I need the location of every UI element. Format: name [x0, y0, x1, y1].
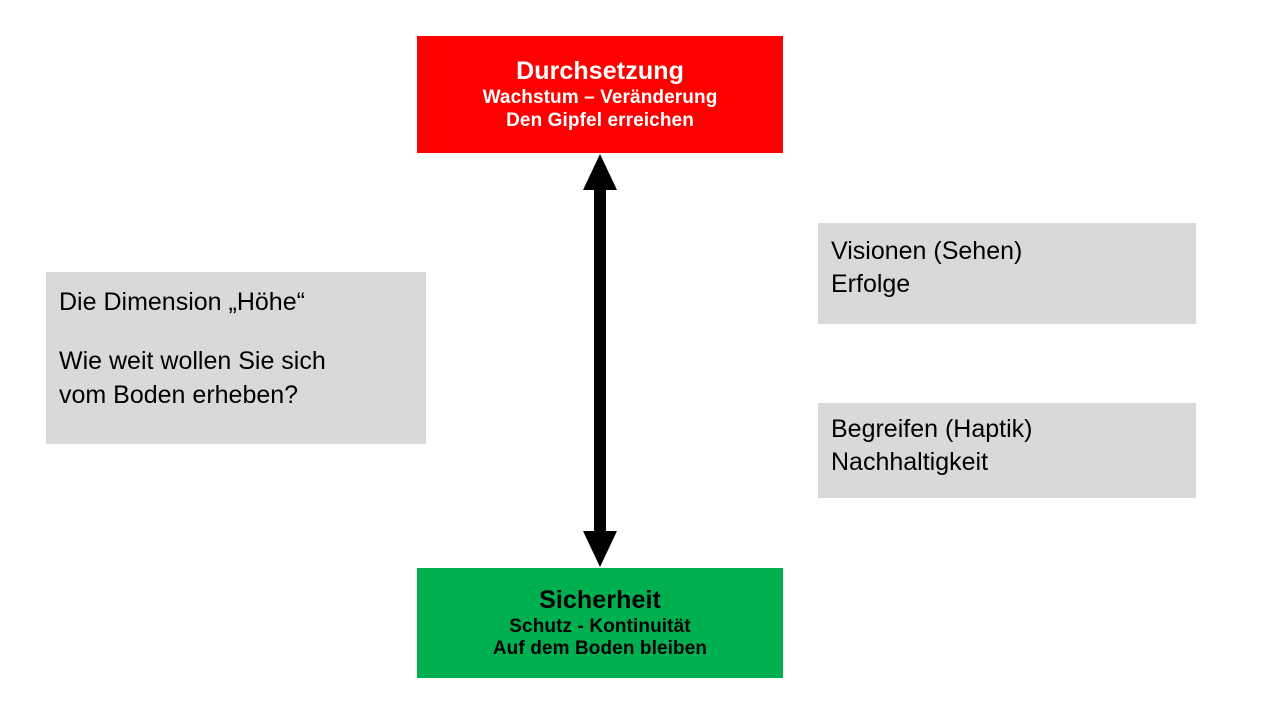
pole-box-durchsetzung[interactable]: Durchsetzung Wachstum – Veränderung Den …	[417, 36, 783, 153]
caption-box-begreifen[interactable]: Begreifen (Haptik) Nachhaltigkeit	[818, 403, 1196, 498]
caption-begreifen-line2: Nachhaltigkeit	[831, 448, 989, 477]
pole-title-sicherheit: Sicherheit	[539, 585, 661, 614]
pole-subtitle-sicherheit-line1: Schutz - Kontinuität	[509, 615, 691, 637]
caption-box-dimension[interactable]: Die Dimension „Höhe“ Wie weit wollen Sie…	[46, 272, 426, 444]
arrow-svg	[583, 154, 617, 567]
pole-subtitle-sicherheit-line2: Auf dem Boden bleiben	[492, 638, 708, 659]
caption-dimension-line3: vom Boden erheben?	[59, 380, 299, 409]
double-headed-vertical-arrow-icon	[569, 153, 631, 568]
caption-begreifen-line1: Begreifen (Haptik)	[831, 415, 1033, 443]
caption-visionen-line2: Erfolge	[831, 270, 911, 299]
caption-box-visionen[interactable]: Visionen (Sehen) Erfolge	[818, 223, 1196, 324]
caption-dimension-spacer	[59, 319, 414, 345]
pole-box-sicherheit[interactable]: Sicherheit Schutz - Kontinuität Auf dem …	[417, 568, 783, 678]
caption-dimension-line2: Wie weit wollen Sie sich	[59, 347, 326, 376]
caption-visionen-line1: Visionen (Sehen)	[831, 237, 1023, 265]
pole-title-durchsetzung: Durchsetzung	[516, 57, 684, 86]
caption-dimension-line1: Die Dimension „Höhe“	[59, 288, 305, 316]
pole-subtitle-durchsetzung-line1: Wachstum – Veränderung	[482, 87, 718, 109]
pole-subtitle-durchsetzung-line2: Den Gipfel erreichen	[506, 109, 694, 131]
